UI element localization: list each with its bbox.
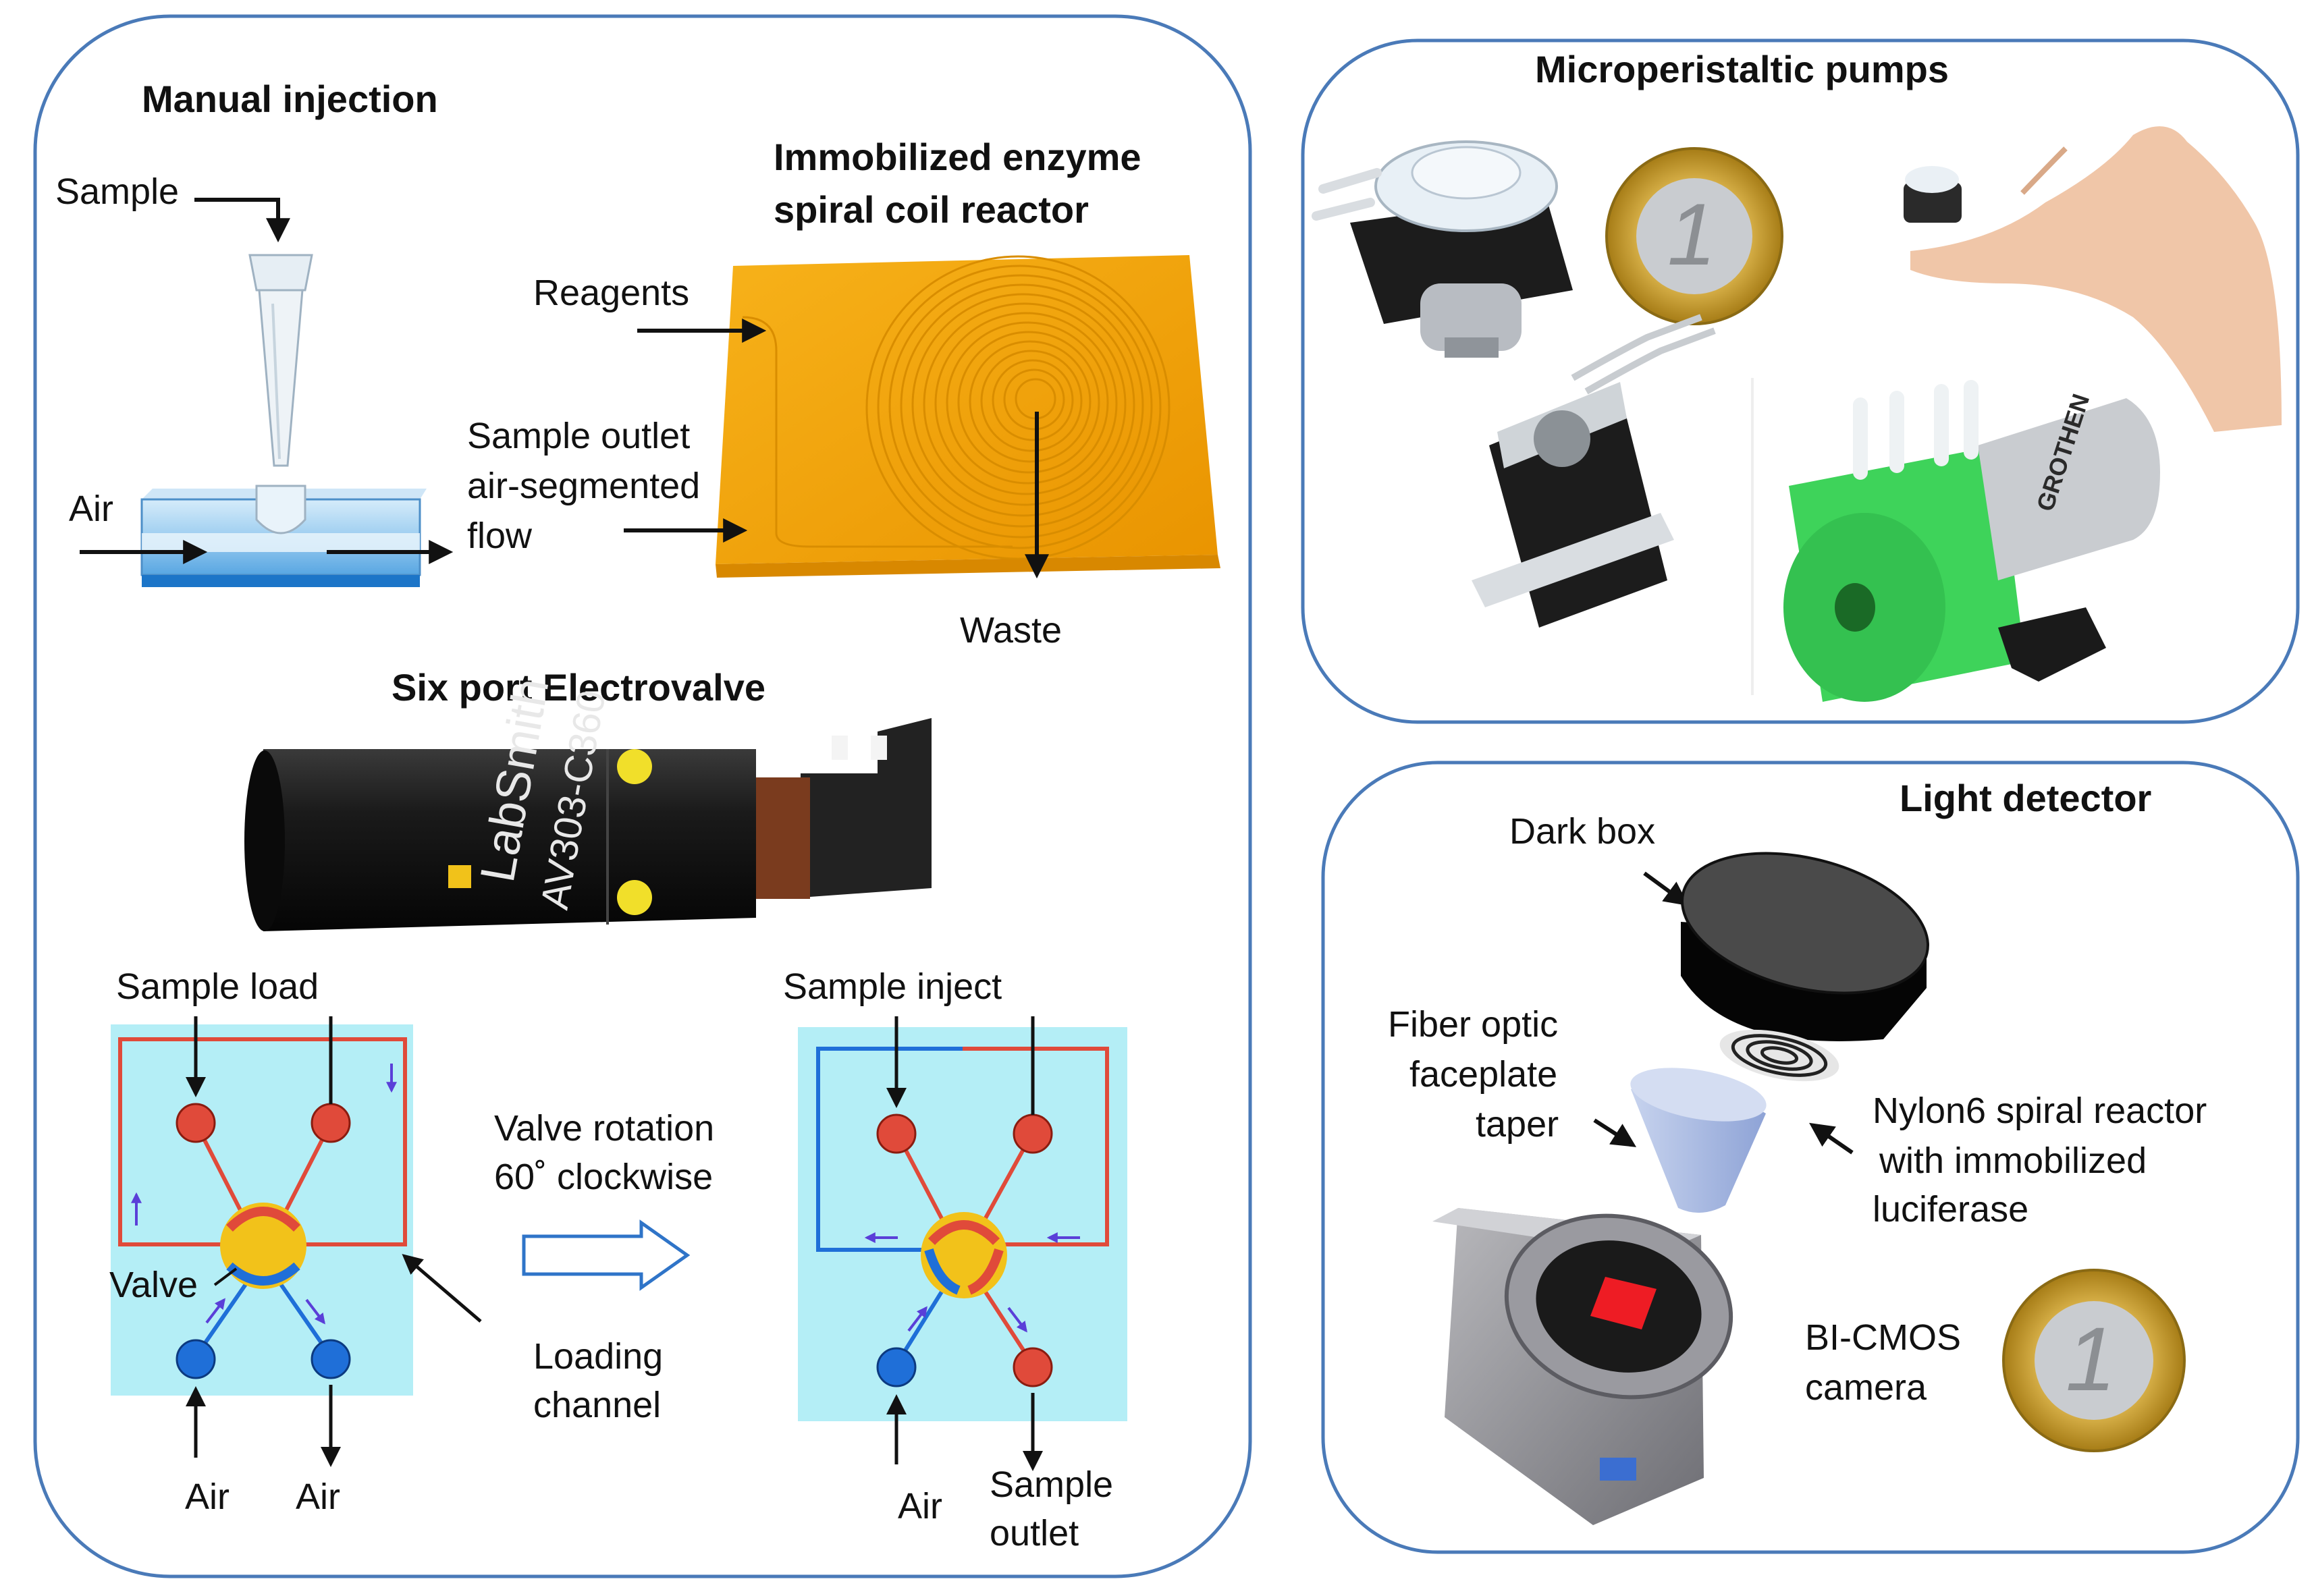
peristaltic-pump-photo-1 (1312, 140, 1573, 358)
reactor-title-line1: Immobilized enzyme (774, 136, 1141, 178)
nylon-arrow-icon (1809, 1122, 1854, 1155)
fiber-label-line2: faceplate (1409, 1054, 1557, 1095)
dark-box-photo (1681, 852, 1929, 1041)
air-label-3: Air (898, 1486, 942, 1526)
sample-label: Sample (55, 171, 179, 212)
euro-coin-icon: 1 (2002, 1269, 2186, 1452)
camera-label-line1: BI-CMOS (1805, 1317, 1961, 1358)
nylon-label-line3: luciferase (1873, 1189, 2028, 1230)
sample-load-label: Sample load (116, 966, 319, 1007)
nylon-label-line2: with immobilized (1879, 1140, 2147, 1181)
reagents-label: Reagents (533, 273, 689, 313)
injection-block (140, 485, 427, 587)
electrovalve-photo: LabSmith AV303-C360 (244, 674, 932, 931)
rotation-arrow-icon (522, 1219, 691, 1291)
air-label-injection: Air (69, 489, 113, 529)
bi-cmos-camera-photo (1432, 1208, 1733, 1525)
fiber-arrow-icon (1593, 1118, 1637, 1147)
air-label-2: Air (296, 1477, 340, 1517)
spiral-coil-reactor (716, 255, 1220, 578)
svg-text:1: 1 (1667, 185, 1716, 283)
sample-inject-label: Sample inject (783, 966, 1002, 1007)
sample-inject-schematic (798, 1027, 1127, 1421)
valve-title: Six port Electrovalve (392, 666, 765, 709)
rotation-label-line2: 60˚ clockwise (494, 1157, 713, 1197)
sample-arrow-icon (194, 198, 290, 243)
nylon-spiral-reactor-photo (1719, 1029, 1839, 1082)
outlet-label-line3: flow (467, 516, 533, 556)
pipette-tip-icon (248, 254, 313, 467)
pumps-panel (1301, 38, 2300, 724)
waste-label: Waste (960, 610, 1062, 651)
rotation-label-line1: Valve rotation (494, 1108, 714, 1149)
outlet-label-line1: Sample outlet (467, 416, 690, 456)
air-label-1: Air (185, 1477, 230, 1517)
fiber-optic-taper-photo (1630, 1068, 1767, 1213)
hand-holding-pump-photo (1904, 126, 2282, 432)
peristaltic-pump-photo-4: GROTHEN (1783, 380, 2160, 702)
euro-coin-icon: 1 (1605, 147, 1783, 325)
outlet-label-line2: air-segmented (467, 466, 700, 506)
fiber-label-line3: taper (1476, 1104, 1559, 1145)
valve-pointer-line (213, 1267, 238, 1286)
camera-label-line2: camera (1805, 1367, 1927, 1408)
sample-load-schematic (111, 1024, 413, 1396)
fiber-label-line1: Fiber optic (1388, 1004, 1558, 1045)
manual-injection-title: Manual injection (142, 78, 438, 120)
detector-title: Light detector (1900, 777, 2151, 819)
loading-channel-line2: channel (533, 1385, 661, 1425)
sample-outlet-line2: outlet (990, 1513, 1079, 1553)
sample-outlet-line1: Sample (990, 1464, 1113, 1505)
peristaltic-pump-photo-3 (1472, 314, 1716, 628)
svg-text:1: 1 (2066, 1309, 2116, 1410)
left-panel (33, 14, 1252, 1578)
dark-box-label: Dark box (1509, 811, 1655, 852)
valve-label: Valve (109, 1265, 198, 1305)
loading-channel-arrow-icon (402, 1254, 482, 1323)
loading-channel-line1: Loading (533, 1336, 663, 1377)
dark-box-arrow-icon (1643, 871, 1689, 906)
nylon-label-line1: Nylon6 spiral reactor (1873, 1091, 2207, 1131)
detector-panel (1321, 761, 2300, 1554)
reactor-title-line2: spiral coil reactor (774, 188, 1089, 231)
pumps-title: Microperistaltic pumps (1535, 48, 1949, 90)
